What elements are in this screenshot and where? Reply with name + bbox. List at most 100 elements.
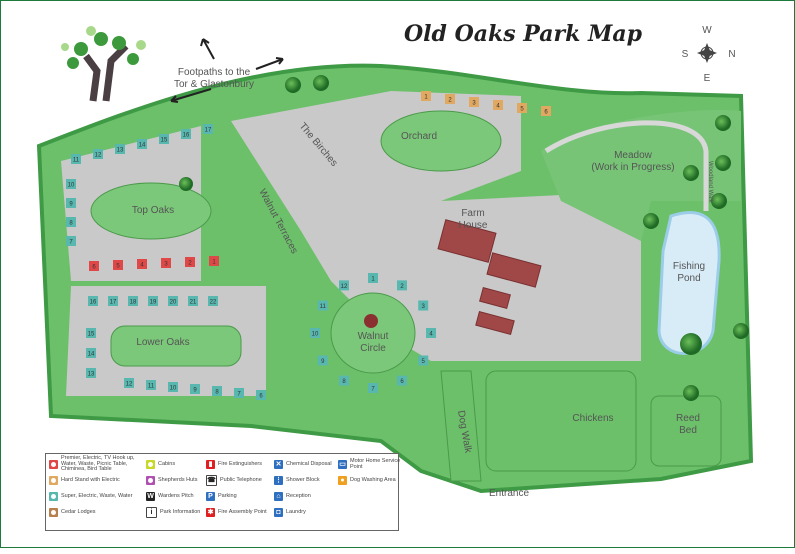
pitch-marker [66, 236, 76, 246]
pitch-number: 18 [130, 300, 137, 306]
pitch-number: 14 [88, 352, 95, 358]
pitch-marker [397, 280, 407, 291]
pitch-number: 13 [88, 372, 95, 378]
oak-tree-logo [61, 26, 146, 102]
pitch-number: 5 [422, 359, 426, 365]
chemical-icon: ✕ [274, 460, 283, 469]
label-chickens: Chickens [572, 413, 613, 424]
compass-s: S [682, 49, 689, 60]
orchard-lawn [380, 110, 502, 172]
pitch-number: 6 [544, 110, 548, 116]
pitch-marker [421, 91, 431, 101]
top-oaks-lawn [90, 182, 212, 240]
woodland-walk-path [544, 120, 709, 211]
pitch-marker [93, 149, 103, 159]
pitch-ring-icon [146, 460, 155, 469]
pitch-number: 17 [205, 128, 212, 134]
pitch-marker [113, 260, 123, 270]
pitch-number: 16 [90, 300, 97, 306]
pitch-marker [66, 217, 76, 227]
pitch-number: 8 [342, 379, 346, 385]
pitch-number: 13 [117, 148, 124, 154]
pitch-number: 6 [92, 265, 96, 271]
pitch-marker [339, 375, 349, 386]
pitch-marker [88, 296, 98, 306]
pitch-number: 7 [371, 387, 375, 393]
legend-item: Cabins [146, 457, 204, 472]
meadow-field [541, 110, 741, 242]
legend-label: Motor Home Service Point [350, 458, 401, 470]
legend-item: Cedar Lodges [49, 505, 144, 520]
pitch-number: 12 [95, 153, 102, 159]
legend-item: ◘Laundry [274, 505, 336, 520]
legend-label: Cabins [158, 460, 176, 467]
compass-icon [697, 43, 717, 63]
pitch-marker [181, 129, 191, 139]
pitch-number: 4 [496, 104, 500, 110]
legend-item: ▭Motor Home Service Point [338, 457, 403, 472]
pitch-number: 3 [472, 101, 476, 107]
pitch-marker [86, 328, 96, 338]
pond-island [680, 333, 702, 355]
pitch-number: 15 [88, 332, 95, 338]
pitch-number: 4 [429, 332, 433, 338]
pitch-marker [368, 383, 378, 393]
pitch-number: 10 [68, 183, 75, 189]
legend-label: Super, Electric, Waste, Water [61, 492, 133, 499]
pitch-number: 6 [400, 379, 404, 385]
legend-item: ⌂Reception [274, 489, 336, 504]
pitch-marker [89, 261, 99, 271]
pitch-marker [124, 378, 134, 388]
pitch-number: 2 [448, 98, 452, 104]
label-reed-bed-1: Reed [676, 413, 700, 424]
legend-label: Park Information [160, 508, 201, 515]
legend-item: Premier, Electric, TV Hook up, Water, Wa… [49, 456, 144, 472]
footpaths-label-2: Tor & Glastonbury [174, 79, 254, 90]
pitch-number: 7 [237, 392, 241, 398]
fishing-pond [657, 211, 721, 355]
pitch-marker [66, 198, 76, 208]
map-title: Old Oaks Park Map [404, 21, 643, 47]
pitch-ring-icon [49, 476, 58, 485]
shower-icon: ⋮ [274, 476, 283, 485]
pitch-number: 2 [400, 284, 404, 290]
pitch-marker [310, 328, 320, 338]
pitch-number: 7 [69, 240, 73, 246]
p-icon: P [206, 492, 215, 501]
pitch-number: 12 [126, 382, 133, 388]
pitch-number: 10 [312, 332, 319, 338]
legend-item: ☎Public Telephone [206, 473, 272, 488]
legend-item: Shepherds Huts [146, 473, 204, 488]
pitch-marker [108, 296, 118, 306]
pitch-number: 9 [193, 388, 197, 394]
pitch-ring-icon [49, 460, 58, 469]
legend-label: Hard Stand with Electric [61, 476, 120, 483]
legend-item: ⋮Shower Block [274, 473, 336, 488]
pitch-marker [541, 106, 551, 116]
pitch-number: 12 [341, 284, 348, 290]
pitch-number: 2 [188, 261, 192, 267]
trees [179, 75, 749, 401]
pitch-marker [418, 355, 429, 366]
farm-buildings [437, 219, 542, 336]
compass-w: W [702, 25, 712, 36]
label-orchard: Orchard [401, 131, 437, 142]
label-woodland-walk: Woodland Walk [707, 161, 713, 204]
walnut-circle-lawn [330, 292, 416, 374]
legend-label: Reception [286, 492, 311, 499]
extinguisher-icon: ▮ [206, 460, 215, 469]
pitch-number: 15 [161, 138, 168, 144]
footpath-arrows [170, 38, 284, 103]
legend-item: ✕Chemical Disposal [274, 457, 336, 472]
pitch-marker [418, 300, 429, 311]
pitch-marker [86, 348, 96, 358]
legend-label: Wardens Pitch [158, 492, 194, 499]
legend-item: ✱Fire Assembly Point [206, 505, 272, 520]
pitch-marker [397, 375, 407, 386]
pitch-number: 3 [422, 304, 426, 310]
legend-item: Hard Stand with Electric [49, 473, 144, 488]
label-meadow-1: Meadow [614, 150, 653, 161]
